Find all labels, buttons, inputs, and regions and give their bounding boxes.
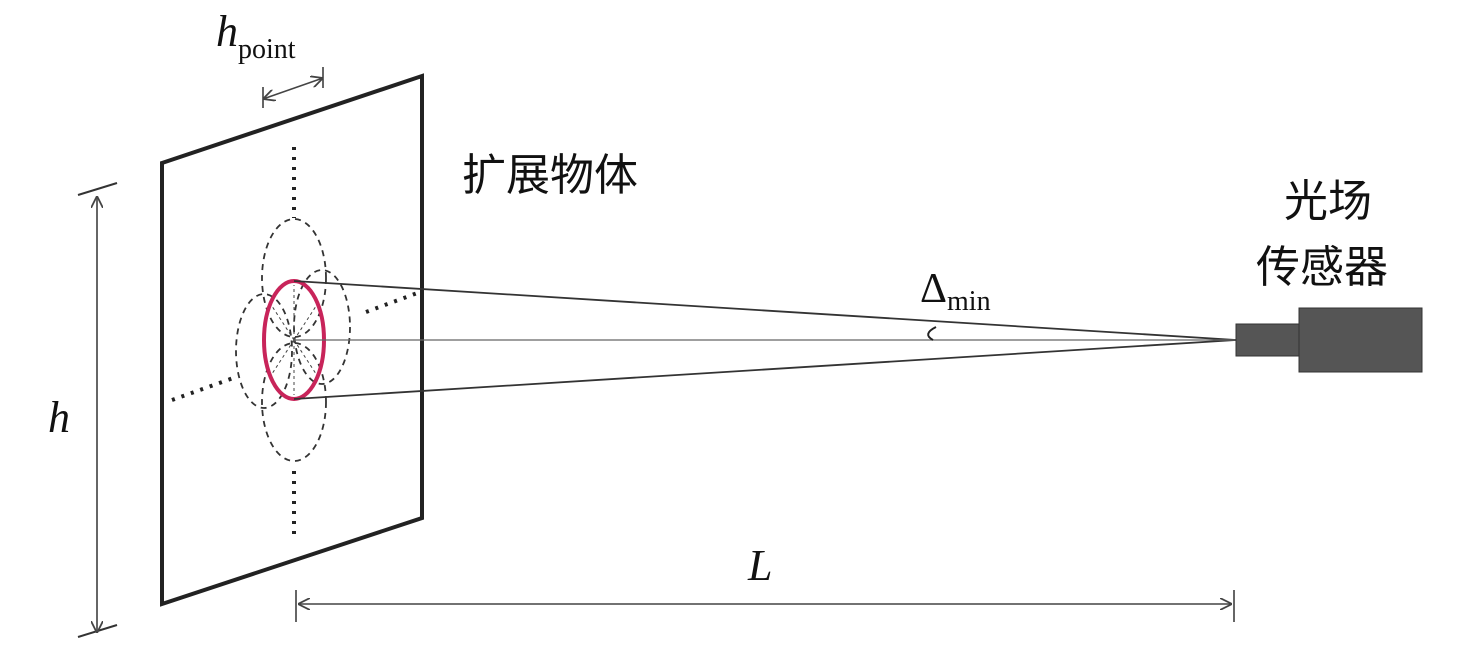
label-sensor-line1: 光场 [1284,176,1372,227]
dashed-ellipse-top [261,218,327,338]
label-h-point: hpoint [216,7,296,65]
h-point-dimension-line [263,78,323,99]
label-sensor-line2: 传感器 [1256,242,1388,293]
label-delta-min: Δmin [920,266,991,317]
label-h-point-sub: point [238,34,296,65]
inner-dashed-rays [267,285,321,395]
dotted-cross-lines [171,147,421,540]
dotted-line-right [365,290,421,314]
label-h: h [48,393,70,442]
dashed-ellipse-bottom [261,342,327,462]
label-object: 扩展物体 [462,150,638,201]
delta-min-angle-arc [927,326,937,341]
h-tick-top [77,182,118,196]
label-delta-sub: min [947,286,991,317]
rays-to-sensor [293,280,1237,400]
L-dimension [295,590,1235,622]
label-delta-main: Δ [920,266,947,312]
sensor-lens [1235,323,1300,357]
h-dimension [77,182,118,638]
ray-upper [293,280,1237,341]
label-h-point-main: h [216,7,238,56]
object-panel [160,73,424,607]
h-point-dimension [263,67,323,108]
dotted-line-left [171,375,237,402]
sensor-body [1298,307,1423,373]
dashed-ellipse-left [235,293,293,409]
ray-lower [293,339,1237,400]
label-L: L [747,541,772,590]
